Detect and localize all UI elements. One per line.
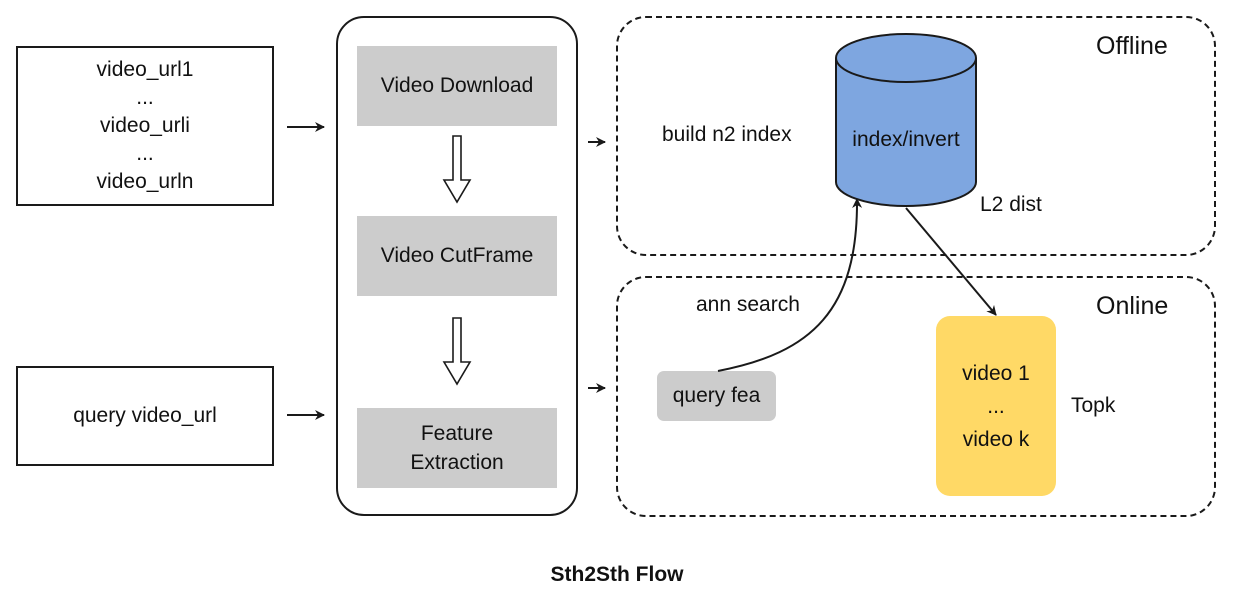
online-region [616,276,1216,517]
ann-search-label: ann search [696,293,800,316]
url-list-line-4: ... [136,142,154,165]
video-url-list-box: video_url1 ... video_urli ... video_urln [16,46,274,206]
feature-extraction-step: Feature Extraction [357,408,557,488]
index-database-cylinder [835,33,977,207]
topk-label: Topk [1071,394,1116,417]
processing-pipeline [336,16,578,516]
ann-search-arrow [717,198,863,372]
url-list-line-2: ... [136,86,154,109]
feature-extraction-line-2: Extraction [410,451,504,474]
download-to-cutframe-arrow [442,135,472,204]
video-cutframe-label: Video CutFrame [380,244,534,267]
l2-dist-label: L2 dist [980,193,1042,216]
topk-results-box: video 1 ... video k [936,316,1056,496]
l2-dist-arrow [905,207,997,316]
offline-region [616,16,1216,256]
result-line-3: video k [962,427,1030,451]
feature-extraction-line-1: Feature [420,422,494,445]
result-line-2: ... [987,394,1005,418]
online-title: Online [1096,292,1169,320]
database-label: index/invert [852,128,960,151]
build-index-label: build n2 index [662,123,792,146]
query-feature-label: query fea [672,384,761,407]
url-list-line-1: video_url1 [96,58,194,81]
diagram-caption: Sth2Sth Flow [550,563,684,586]
offline-title: Offline [1096,32,1168,60]
query-url-box: query video_url [16,366,274,466]
video-download-label: Video Download [380,74,534,97]
video-cutframe-step: Video CutFrame [357,216,557,296]
query-feature-box: query fea [657,371,776,421]
url-list-line-3: video_urli [100,114,190,137]
cutframe-to-feature-arrow [442,317,472,386]
url-list-line-5: video_urln [96,170,194,193]
video-download-step: Video Download [357,46,557,126]
query-url-label: query video_url [73,404,217,427]
result-line-1: video 1 [962,361,1030,385]
